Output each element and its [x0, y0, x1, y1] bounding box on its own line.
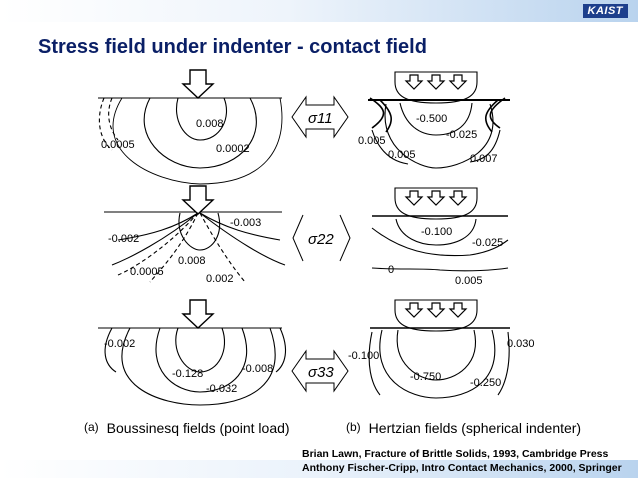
r2l-label: -0.002: [108, 233, 139, 245]
r3l-label: -0.008: [242, 363, 273, 375]
row3-left-panel: [98, 299, 287, 406]
r2l-label: -0.003: [230, 217, 261, 229]
sigma11-symbol: σ11: [308, 110, 333, 127]
sigma11-arrow-box: [291, 95, 349, 139]
caption-b: (b) Hertzian fields (spherical indenter): [346, 420, 581, 436]
sigma22-symbol: σ22: [308, 231, 334, 248]
r1r-label: -0.025: [446, 129, 477, 141]
r3r-label: -0.100: [348, 350, 379, 362]
r2l-label: 0.0005: [130, 266, 164, 278]
r3r-label: -0.750: [410, 371, 441, 383]
references: Brian Lawn, Fracture of Brittle Solids, …: [302, 447, 622, 475]
r1r-label: 0.005: [358, 135, 386, 147]
r1r-label: 0.007: [470, 153, 498, 165]
r2l-label: 0.002: [206, 273, 234, 285]
row3-right-panel: [368, 299, 510, 399]
row1-right-panel: [368, 71, 510, 169]
reference-item: Anthony Fischer-Cripp, Intro Contact Mec…: [302, 462, 622, 474]
caption-b-tag: (b): [346, 420, 361, 434]
r1l-label: 0.0005: [101, 139, 135, 151]
r3r-label: 0.030: [507, 338, 535, 350]
r3r-label: -0.250: [470, 377, 501, 389]
caption-a-text: Boussinesq fields (point load): [106, 420, 290, 436]
caption-a-tag: (a): [84, 420, 99, 434]
r1l-label: 0.0002: [216, 143, 250, 155]
r2r-label: -0.100: [421, 226, 452, 238]
r2r-label: 0: [388, 264, 394, 276]
r3l-label: -0.128: [172, 368, 203, 380]
r1r-label: 0.005: [388, 149, 416, 161]
r1l-label: 0.008: [196, 118, 224, 130]
slide-title: Stress field under indenter - contact fi…: [38, 36, 427, 58]
kaist-logo: KAIST: [582, 4, 628, 18]
row2-right-panel: [371, 187, 509, 272]
reference-item: Brian Lawn, Fracture of Brittle Solids, …: [302, 448, 609, 460]
caption-a: (a) Boussinesq fields (point load): [84, 420, 290, 436]
r1r-label: -0.500: [416, 113, 447, 125]
row1-left-panel: [98, 69, 283, 185]
r2r-label: 0.005: [455, 275, 483, 287]
row2-left-panel: [104, 185, 286, 283]
sigma33-arrow-box: [291, 349, 349, 393]
r2l-label: 0.008: [178, 255, 206, 267]
sigma22-bracket: [292, 214, 351, 262]
sigma33-symbol: σ33: [308, 364, 334, 381]
r2r-label: -0.025: [472, 237, 503, 249]
caption-b-text: Hertzian fields (spherical indenter): [368, 420, 582, 436]
header-bar: KAIST: [0, 0, 638, 22]
r3l-label: -0.002: [104, 338, 135, 350]
r3l-label: -0.032: [206, 383, 237, 395]
